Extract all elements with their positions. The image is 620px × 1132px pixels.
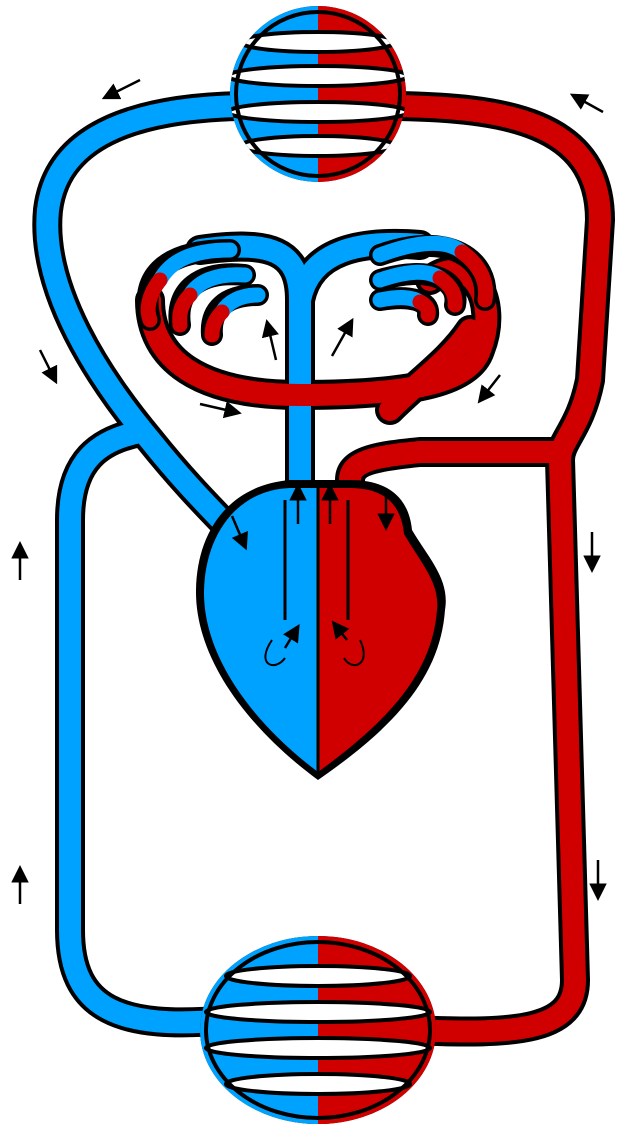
flow-arrow bbox=[332, 324, 350, 356]
heart bbox=[196, 480, 446, 780]
flow-arrow bbox=[576, 97, 603, 112]
flow-arrow bbox=[108, 80, 140, 96]
flow-arrow bbox=[200, 404, 235, 412]
flow-arrow bbox=[268, 326, 276, 360]
lower-capillary-bed bbox=[195, 930, 443, 1130]
flow-arrow bbox=[482, 375, 500, 398]
flow-arrow bbox=[40, 350, 54, 378]
upper-capillary-bed bbox=[200, 0, 438, 200]
